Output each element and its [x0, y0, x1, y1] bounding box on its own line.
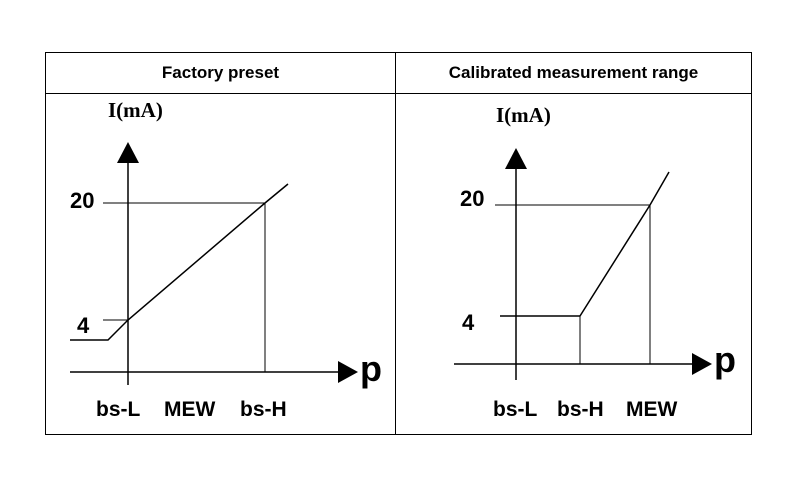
left-column-title: Factory preset — [161, 63, 280, 82]
right-x-axis-label: p — [714, 339, 736, 380]
comparison-table: Factory preset Calibrated measurement ra… — [45, 52, 752, 435]
right-tick-20: 20 — [460, 186, 485, 211]
right-xlabel-bsH: bs-H — [557, 398, 604, 421]
left-characteristic-line — [70, 183, 289, 341]
left-xlabel-bsH: bs-H — [240, 398, 287, 421]
column-divider — [395, 53, 396, 434]
right-xlabel-bsL: bs-L — [493, 398, 538, 421]
left-x-arrow-icon — [338, 361, 358, 383]
right-x-arrow-icon — [692, 353, 712, 375]
right-xlabel-MEW: MEW — [626, 398, 678, 421]
header-divider — [46, 93, 751, 94]
left-tick-4: 4 — [77, 313, 90, 338]
right-y-axis-label: I(mA) — [496, 103, 551, 127]
left-xlabel-MEW: MEW — [164, 398, 216, 421]
left-diagram — [70, 142, 358, 385]
left-tick-20: 20 — [70, 188, 95, 213]
right-column-title: Calibrated measurement range — [448, 63, 699, 82]
left-y-arrow-icon — [117, 142, 139, 163]
right-diagram — [454, 148, 712, 380]
right-characteristic-line — [500, 171, 670, 317]
left-y-axis-label: I(mA) — [108, 98, 163, 122]
right-tick-4: 4 — [462, 310, 475, 335]
left-x-axis-label: p — [360, 348, 382, 389]
right-y-arrow-icon — [505, 148, 527, 169]
left-xlabel-bsL: bs-L — [96, 398, 141, 421]
